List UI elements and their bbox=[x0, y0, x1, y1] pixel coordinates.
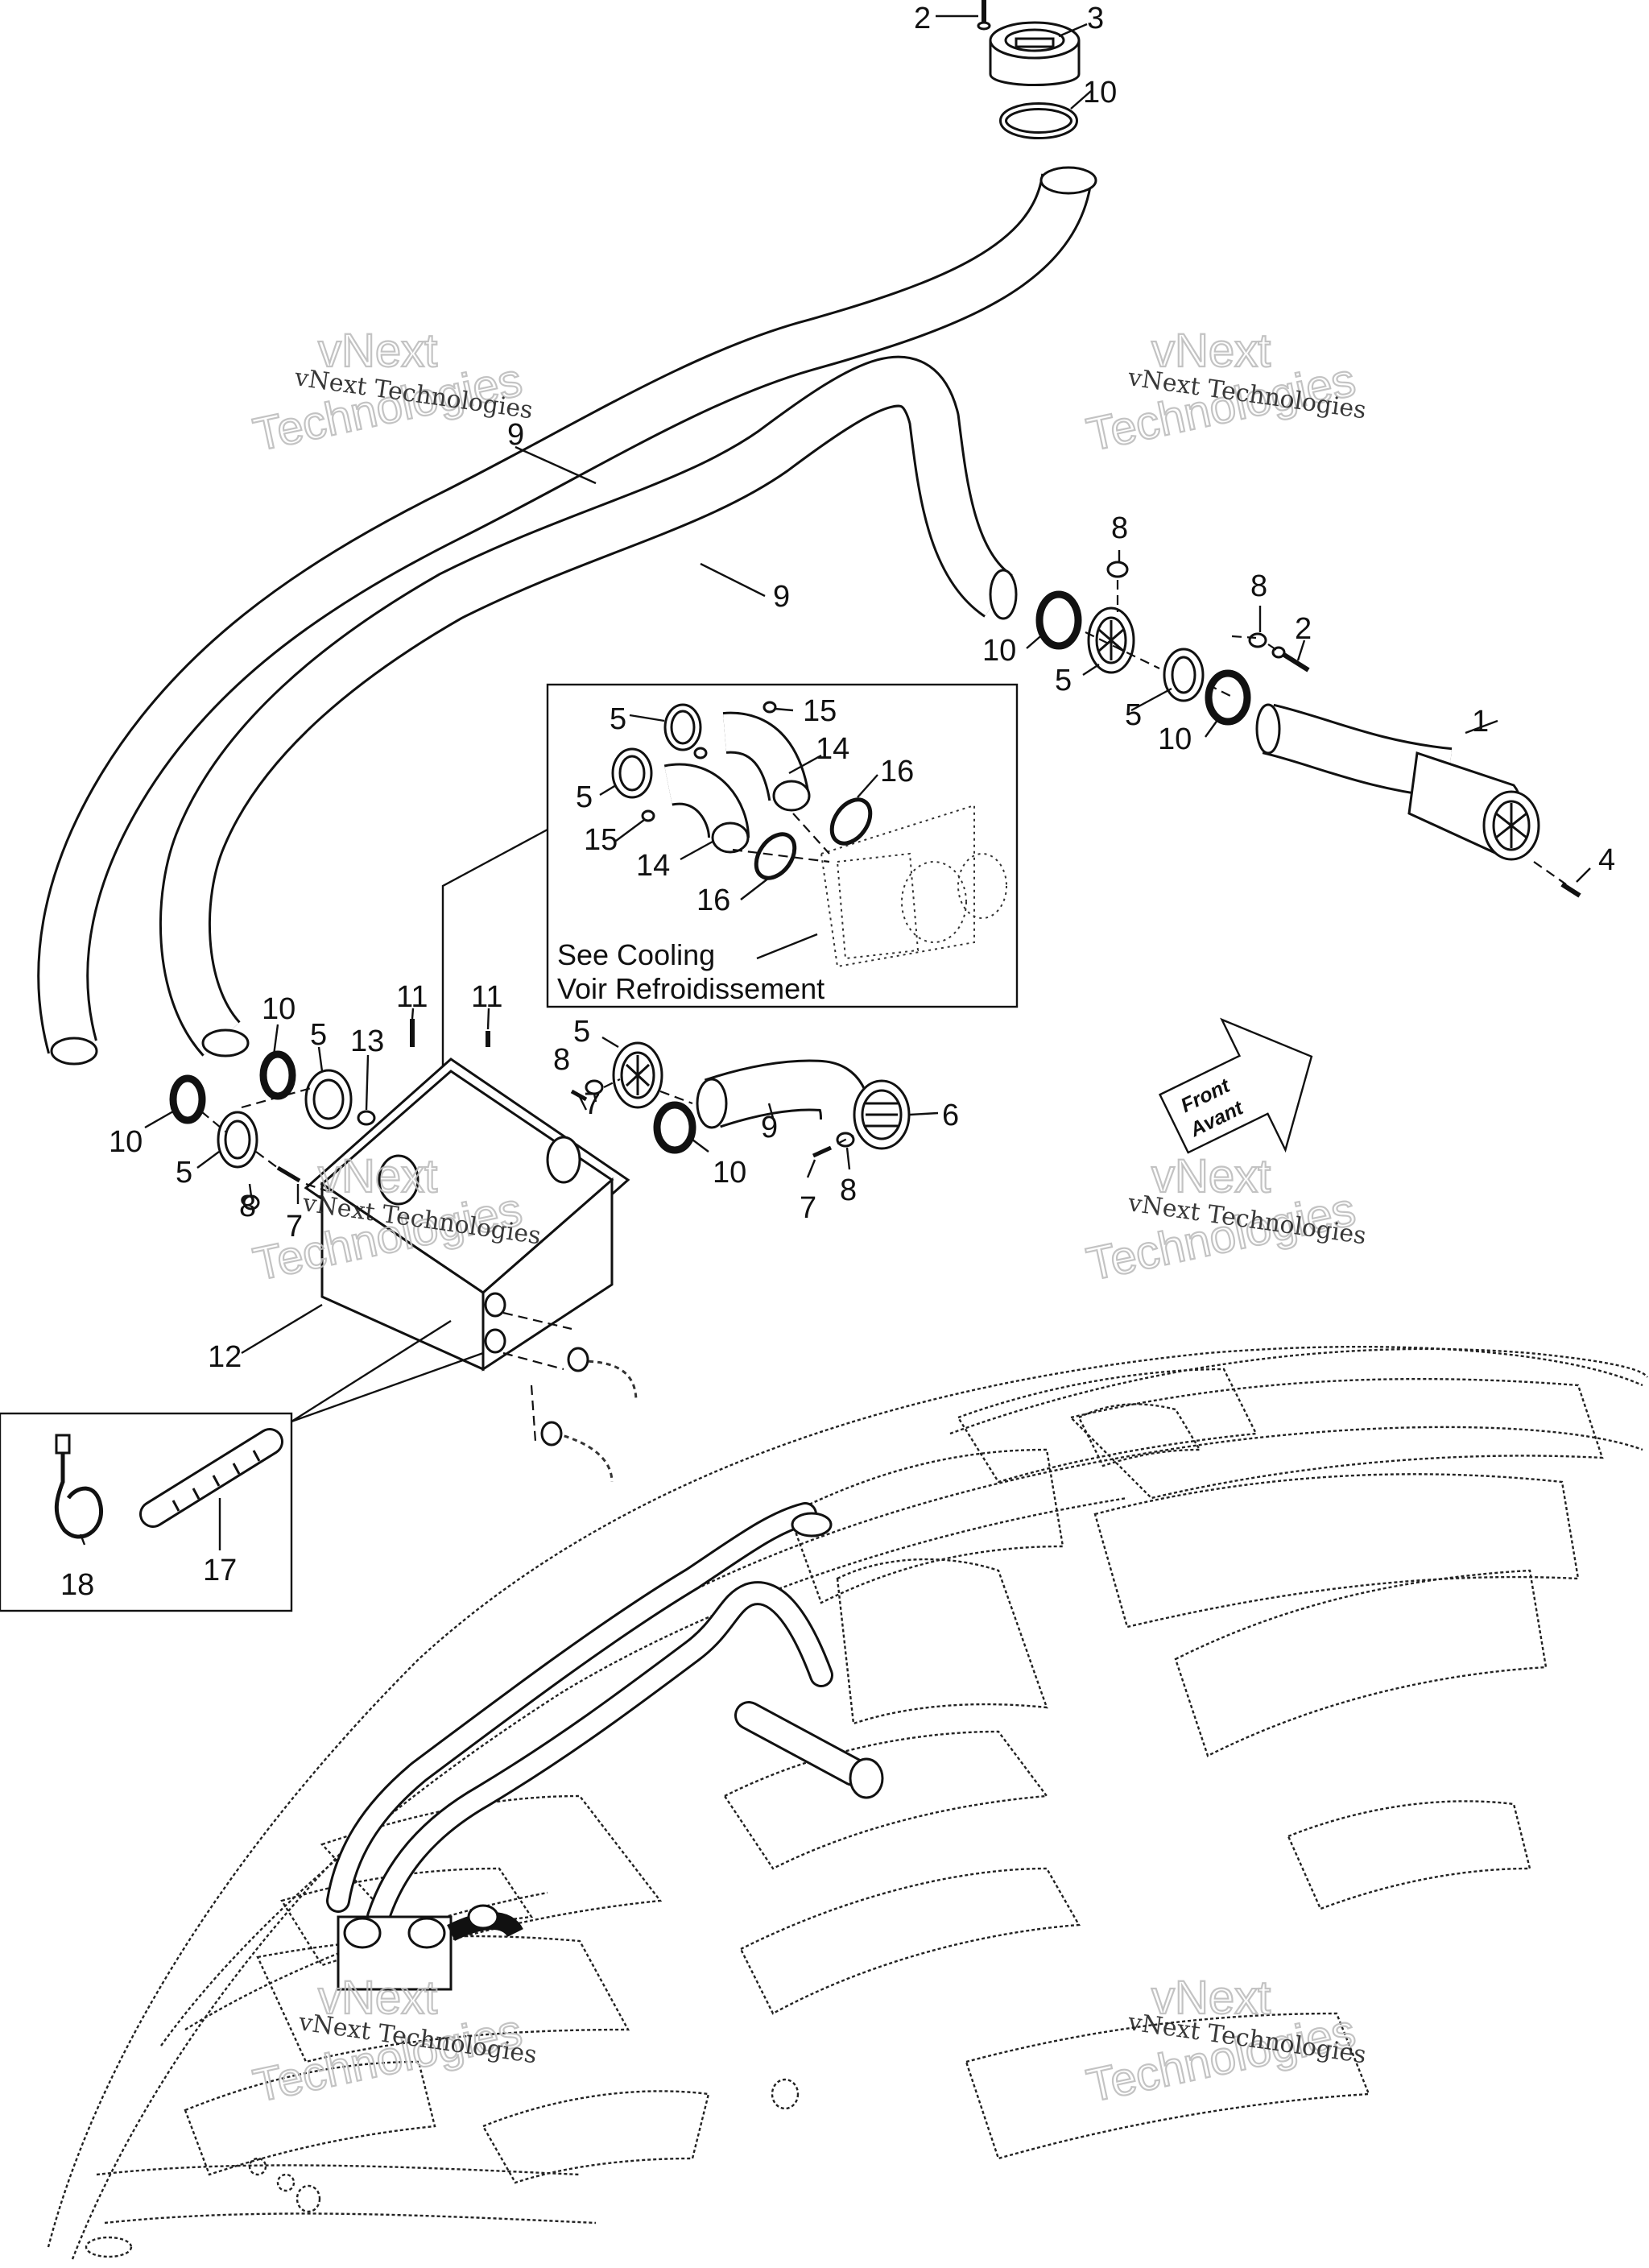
callout-8-right-b: 8 bbox=[1250, 569, 1267, 603]
callout-5-right-b: 5 bbox=[1125, 698, 1142, 732]
callout-15-inset-a: 15 bbox=[803, 694, 837, 728]
grille-5-center-a bbox=[217, 1111, 258, 1169]
callout-12: 12 bbox=[208, 1340, 242, 1374]
callout-5-right-a: 5 bbox=[1055, 664, 1072, 697]
screw-2-top bbox=[977, 0, 991, 31]
svg-text:vNext: vNext bbox=[318, 1150, 437, 1202]
callout-5-inset-b: 5 bbox=[576, 780, 593, 814]
vent-cap-3 bbox=[989, 21, 1081, 86]
front-direction-badge: Front Avant bbox=[1158, 1017, 1313, 1154]
callout-7-center-a: 7 bbox=[286, 1210, 303, 1244]
callout-5-inset-a: 5 bbox=[610, 702, 626, 736]
callout-5-center-c: 5 bbox=[573, 1015, 590, 1049]
long-vent-hose-9a bbox=[37, 166, 1097, 1054]
callout-5-center-a: 5 bbox=[176, 1156, 192, 1190]
callout-14-inset-b: 14 bbox=[636, 849, 670, 883]
callout-9-short: 9 bbox=[761, 1111, 778, 1144]
washer-8-right-a bbox=[1106, 561, 1129, 578]
grille-5-center-c bbox=[612, 1041, 663, 1109]
callout-9-upper: 9 bbox=[507, 418, 524, 452]
callout-9-middle: 9 bbox=[773, 580, 790, 614]
callout-8-right-a: 8 bbox=[1111, 511, 1128, 545]
washer-13 bbox=[357, 1110, 376, 1126]
callout-labels: 2 3 10 9 9 10 5 8 8 2 5 10 1 4 5 15 14 1… bbox=[60, 2, 1615, 1602]
inset-text-voir-refroidissement: Voir Refroidissement bbox=[557, 972, 824, 1005]
callout-3: 3 bbox=[1087, 2, 1104, 35]
clamp-10-right-b bbox=[1205, 669, 1251, 726]
grille-5-right-b bbox=[1163, 648, 1205, 702]
callout-11-b: 11 bbox=[471, 980, 502, 1014]
accessories-inset bbox=[0, 1412, 293, 1612]
clamp-10-right-a bbox=[1035, 590, 1082, 650]
watermark-bottom-left: vNext Technologies vNext Technologies bbox=[248, 1971, 539, 2113]
svg-text:vNext: vNext bbox=[318, 325, 437, 377]
clamp-10-center-a bbox=[169, 1074, 206, 1124]
svg-text:vNext: vNext bbox=[1151, 1150, 1271, 1202]
callout-2-right: 2 bbox=[1295, 612, 1312, 646]
callout-8-center-c: 8 bbox=[840, 1173, 857, 1207]
callout-4: 4 bbox=[1598, 843, 1615, 877]
grille-5-right-a bbox=[1087, 606, 1135, 674]
callout-14-inset-a: 14 bbox=[816, 732, 849, 766]
callout-18: 18 bbox=[60, 1568, 94, 1602]
inset-parts bbox=[611, 701, 1007, 968]
short-hose-9 bbox=[696, 1059, 871, 1129]
svg-text:vNext: vNext bbox=[318, 1972, 437, 2024]
cable-tie-18 bbox=[54, 1434, 103, 1539]
vent-tube-1 bbox=[1255, 703, 1540, 861]
callout-10-right-b: 10 bbox=[1158, 722, 1192, 756]
callout-8-center-b: 8 bbox=[553, 1043, 570, 1077]
callout-10-center-a: 10 bbox=[109, 1125, 143, 1159]
long-vent-hose-9b bbox=[50, 355, 1018, 1066]
callout-8-center-a: 8 bbox=[239, 1190, 256, 1223]
screw-7-center-c bbox=[812, 1145, 833, 1158]
callout-16-inset-b: 16 bbox=[696, 884, 730, 917]
screw-4 bbox=[1560, 882, 1581, 898]
callout-17: 17 bbox=[203, 1554, 237, 1587]
callout-7-center-c: 7 bbox=[800, 1191, 816, 1225]
installed-hoses bbox=[326, 1502, 884, 1991]
vent-cover-6 bbox=[853, 1079, 911, 1150]
callout-1: 1 bbox=[1472, 705, 1489, 739]
inset-text-see-cooling: See Cooling bbox=[557, 938, 715, 971]
hull-drawing bbox=[47, 1345, 1649, 2260]
cooling-reference-inset bbox=[546, 683, 1019, 1008]
callout-2-top: 2 bbox=[914, 2, 931, 35]
screw-2-right bbox=[1271, 646, 1310, 673]
callout-10-center-b: 10 bbox=[262, 992, 295, 1026]
storage-box-12 bbox=[304, 1057, 630, 1372]
connector-hoses bbox=[540, 1347, 638, 1483]
svg-text:vNext: vNext bbox=[1151, 1972, 1271, 2024]
callout-leaders bbox=[79, 14, 1591, 1550]
watermark-top-right: vNext Technologies vNext Technologies bbox=[1081, 324, 1368, 462]
clamp-10-top bbox=[999, 102, 1078, 139]
svg-text:vNext: vNext bbox=[1151, 325, 1271, 377]
callout-15-inset-b: 15 bbox=[584, 823, 618, 857]
callout-6: 6 bbox=[942, 1099, 959, 1132]
callout-7-center-b: 7 bbox=[584, 1087, 601, 1121]
callout-5-center-b: 5 bbox=[310, 1018, 327, 1052]
clamp-10-center-b bbox=[259, 1050, 296, 1100]
screw-7-center-b bbox=[570, 1089, 588, 1102]
callout-11-a: 11 bbox=[396, 980, 428, 1014]
callout-13: 13 bbox=[350, 1024, 384, 1058]
watermark-top-left: vNext Technologies vNext Technologies bbox=[248, 324, 535, 462]
watermark-bottom-right: vNext Technologies vNext Technologies bbox=[1081, 1971, 1368, 2113]
callout-10-top: 10 bbox=[1083, 76, 1117, 110]
screw-7-center bbox=[276, 1165, 301, 1183]
foam-tube-17 bbox=[139, 1428, 283, 1528]
grille-5-center-b bbox=[304, 1069, 353, 1130]
watermark-mid-right: vNext Technologies vNext Technologies bbox=[1081, 1149, 1368, 1292]
washer-8-right-b bbox=[1248, 632, 1267, 648]
clamp-10-center-c bbox=[653, 1101, 696, 1154]
callout-10-center-c: 10 bbox=[713, 1156, 746, 1190]
callout-10-right-a: 10 bbox=[982, 634, 1016, 668]
callout-16-inset-a: 16 bbox=[880, 755, 914, 788]
